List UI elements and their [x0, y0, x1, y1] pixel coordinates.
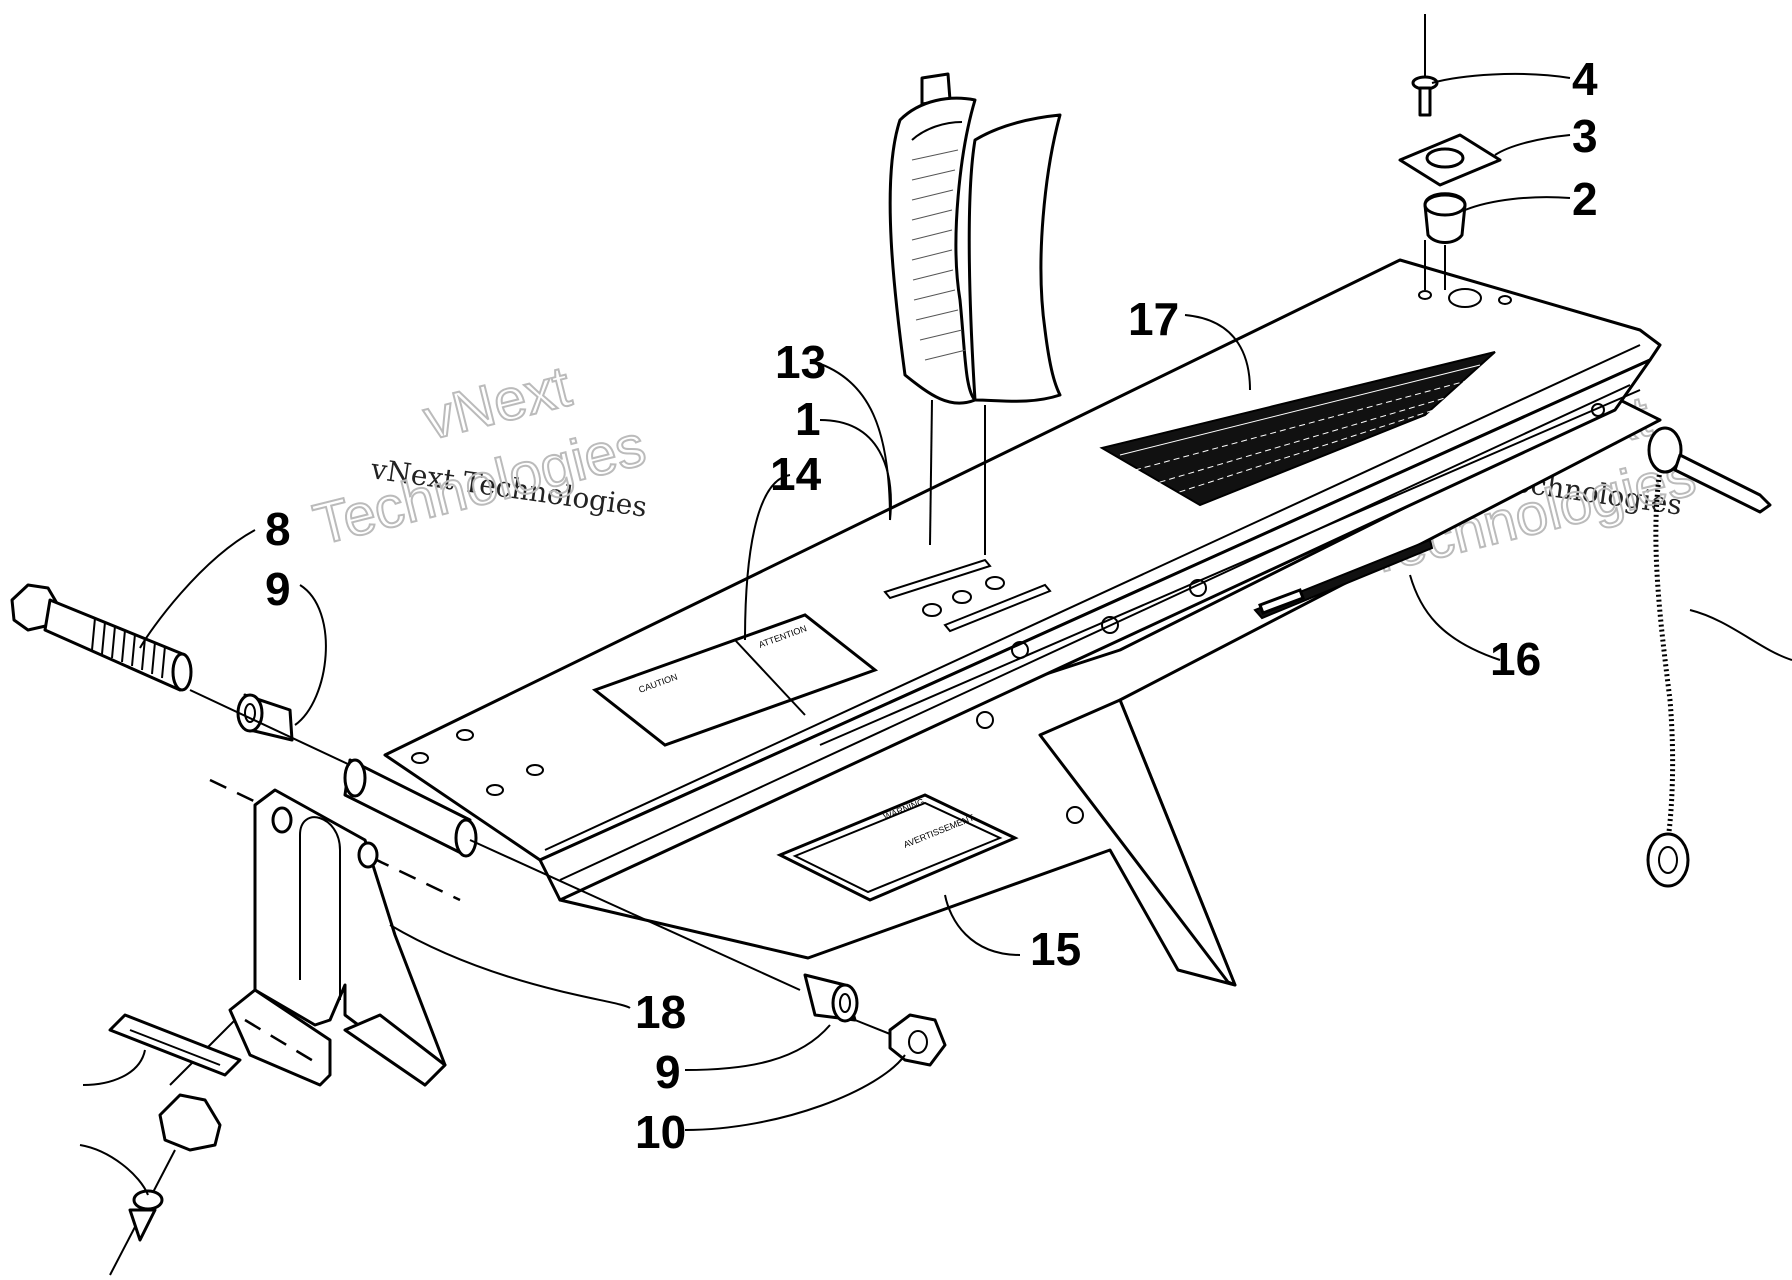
traction-pad — [888, 72, 1062, 555]
callout-9-upper: 9 — [265, 563, 291, 615]
traction-pad-guide-left — [929, 399, 933, 546]
warning-decal-plate — [776, 793, 1019, 902]
tether-pin — [1673, 453, 1772, 514]
callout-9-lower: 9 — [655, 1046, 681, 1098]
callout-14: 16 — [1490, 633, 1541, 685]
callout-8: 8 — [265, 503, 291, 555]
fold-line-lower — [819, 389, 1641, 746]
callout-12: 14 — [770, 448, 822, 500]
lock-nut-body — [888, 1013, 947, 1067]
knob — [158, 1093, 222, 1152]
traction-pad-right — [967, 113, 1062, 403]
grommet-bracket-rivet — [1398, 14, 1502, 290]
clip-plate — [108, 1013, 242, 1077]
leader-lines — [79, 72, 1571, 1196]
tether-eyelet-bottom — [1646, 832, 1690, 888]
tether-cable-line — [1653, 469, 1676, 841]
stand-bracket — [228, 788, 447, 1087]
watermark-left: vNext vNext Technologies Technologies — [306, 353, 652, 559]
warning-decal: WARNING AVERTISSEMENT — [776, 793, 1019, 902]
callout-11: 13 — [775, 336, 826, 388]
tether-cable — [1646, 426, 1792, 888]
spacer-tube — [343, 758, 478, 858]
spec-decal-plate — [1099, 351, 1496, 507]
lock-nut — [888, 1013, 947, 1067]
callout-13: 15 — [1030, 923, 1081, 975]
bushing-lower — [803, 973, 859, 1023]
fold-line-side — [559, 384, 1631, 881]
callout-16: 18 — [635, 986, 686, 1038]
bracket-hole — [1425, 147, 1465, 169]
callouts: 4 3 2 17 13 1 14 8 9 16 15 18 9 10 — [265, 53, 1598, 1158]
callout-4: 4 — [1572, 53, 1598, 105]
stand-bracket-foot-left — [228, 988, 332, 1087]
side-decal — [1253, 538, 1434, 620]
spec-decal — [1099, 351, 1496, 507]
callout-15: 17 — [1128, 293, 1179, 345]
caution-decal: CAUTION ATTENTION — [591, 613, 879, 747]
plate-holes — [411, 288, 1605, 824]
step-plate-fin — [1038, 698, 1237, 987]
rivet-lower-body — [128, 1208, 157, 1242]
tether-eyelet-top — [1647, 426, 1683, 474]
callout-2: 2 — [1572, 173, 1598, 225]
plate-slots — [883, 558, 1052, 633]
stand-bracket-foot-right — [343, 1013, 447, 1087]
fold-line-top — [544, 344, 1641, 851]
callout-3: 3 — [1572, 110, 1598, 162]
clip-plate-body — [108, 1013, 242, 1077]
rivet-body — [1418, 86, 1432, 117]
callout-1: 1 — [795, 393, 821, 445]
bolt — [10, 583, 193, 692]
traction-pad-left — [888, 96, 977, 405]
knob-rivet — [128, 1093, 222, 1242]
callout-10: 10 — [635, 1106, 686, 1158]
step-plate-side — [538, 358, 1652, 902]
